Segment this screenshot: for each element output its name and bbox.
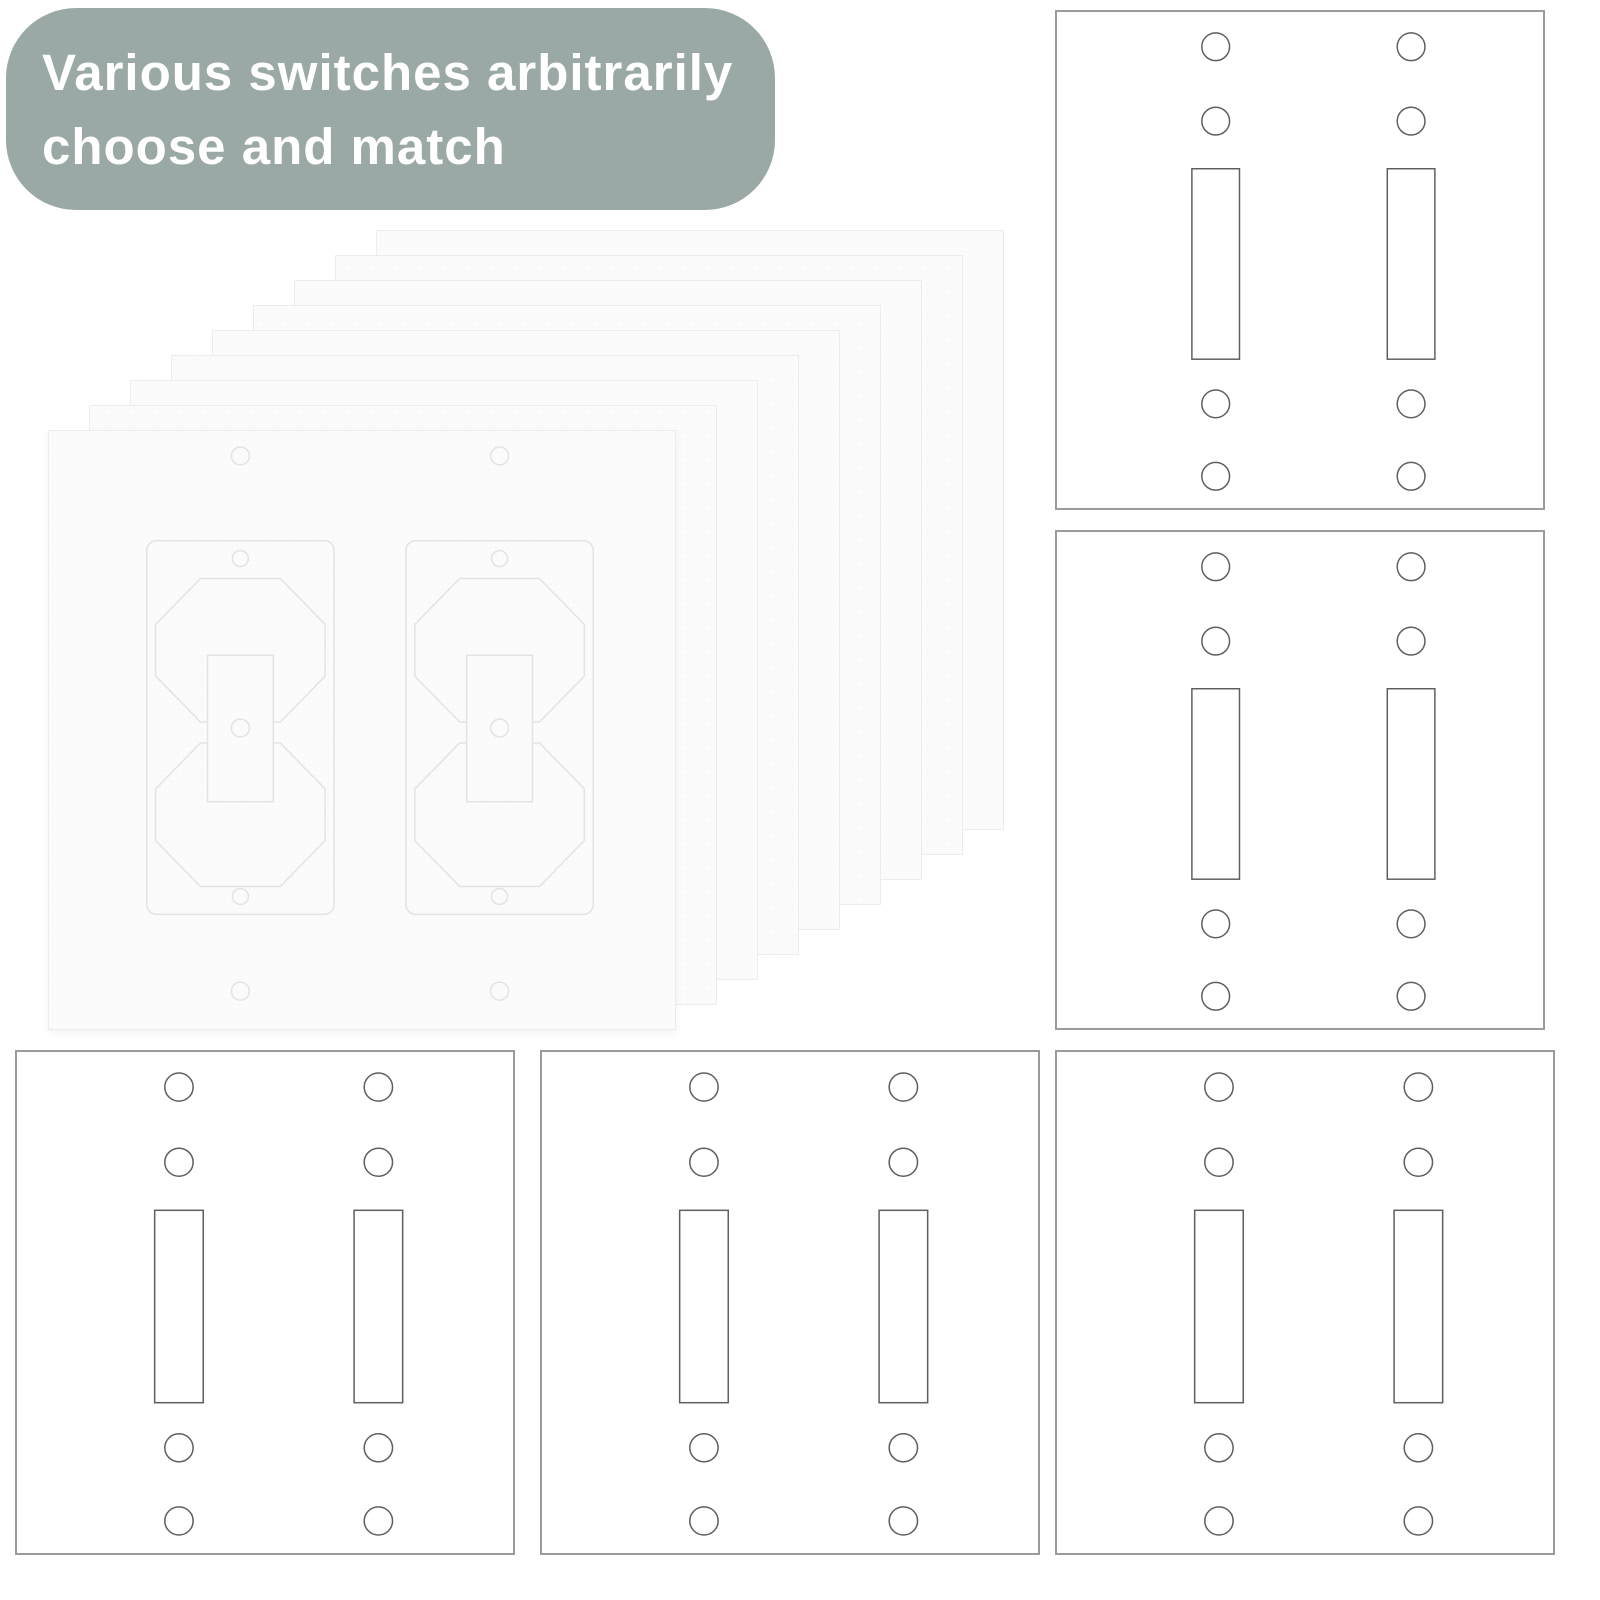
badge-text-line1: Various switches arbitrarily [42,44,734,101]
double-toggle-plate-graphic [153,1072,404,1536]
stacked-outlet-plates [0,0,1100,1100]
badge-text-line2: choose and match [42,118,506,175]
duplex-outlet-engraving [145,446,595,1001]
double-toggle-wall-plate-middle-right [1055,530,1545,1030]
double-toggle-plate-graphic [1193,1072,1444,1536]
double-toggle-wall-plate-bottom-left [15,1050,515,1555]
double-toggle-plate-graphic [1191,552,1436,1011]
front-duplex-outlet-plate [48,430,676,1030]
double-toggle-wall-plate-bottom-center [540,1050,1040,1555]
double-toggle-plate-graphic [1191,32,1436,491]
double-toggle-wall-plate-bottom-right [1055,1050,1555,1555]
title-badge: Various switches arbitrarily choose and … [6,8,776,210]
double-toggle-wall-plate-top-right [1055,10,1545,510]
double-toggle-plate-graphic [678,1072,929,1536]
